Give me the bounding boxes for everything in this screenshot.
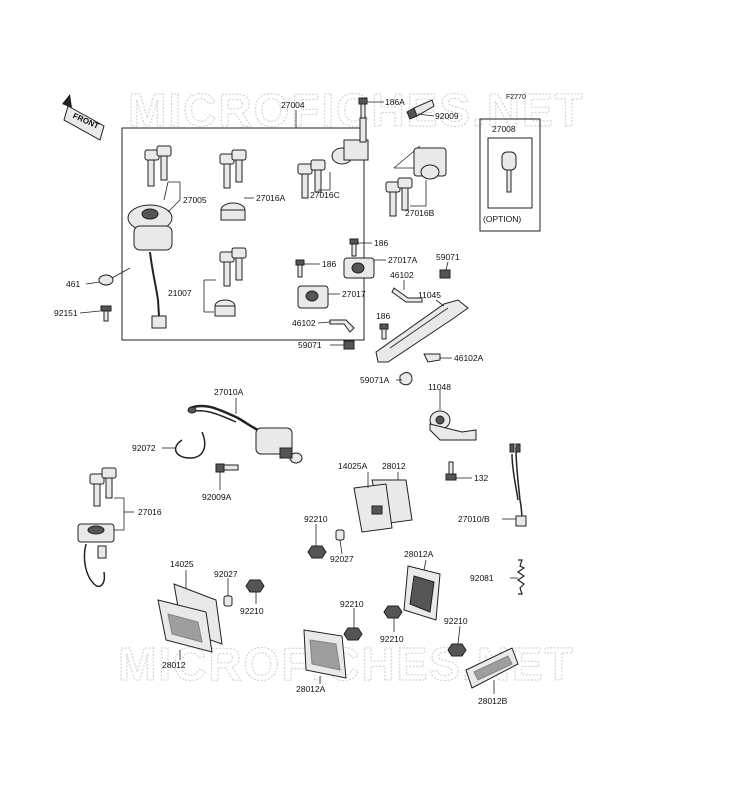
label-92072: 92072	[132, 443, 156, 453]
label-27016b: 27016B	[405, 208, 435, 218]
band-92072-icon	[174, 431, 206, 459]
label-14025a: 14025A	[338, 461, 368, 471]
label-28012a-lower: 28012A	[296, 684, 326, 694]
front-arrow-icon: FRONT	[62, 94, 105, 141]
clamp-27017a-icon	[343, 257, 375, 279]
lock-21007-icon	[214, 299, 236, 317]
label-27016: 27016	[138, 507, 162, 517]
lock-27016c-icon	[331, 117, 369, 165]
bolt-92009-icon	[406, 99, 435, 120]
option-label: (OPTION)	[483, 214, 521, 224]
label-59071-upper: 59071	[436, 252, 460, 262]
nut-92210-d-icon	[383, 605, 403, 619]
box-27004	[121, 127, 365, 341]
label-27008: 27008	[492, 124, 516, 134]
wire-27010b-icon	[509, 443, 527, 527]
bracket-11048-icon	[429, 410, 477, 441]
label-92210-c: 92210	[340, 599, 364, 609]
label-92210-d: 92210	[380, 634, 404, 644]
label-28012b: 28012B	[478, 696, 508, 706]
lock-27016b-icon	[393, 145, 447, 180]
bracket-11045-icon	[375, 299, 469, 363]
keys-27005-icon	[144, 145, 172, 187]
option-key-icon	[501, 151, 517, 193]
diagram-code: F2770	[506, 94, 526, 101]
clip-46102a-icon	[423, 353, 441, 363]
label-28012-lower: 28012	[162, 660, 186, 670]
label-92027-b: 92027	[214, 569, 238, 579]
keys-27016b-icon	[385, 177, 413, 217]
label-92081: 92081	[470, 573, 494, 583]
keys-27016a-icon	[219, 149, 247, 189]
nut-92210-b-icon	[245, 579, 265, 593]
label-21007: 21007	[168, 288, 192, 298]
label-92009a: 92009A	[202, 492, 232, 502]
label-14025: 14025	[170, 559, 194, 569]
nut-92210-c-icon	[343, 627, 363, 641]
label-59071-lower: 59071	[298, 340, 322, 350]
reflector-28012b-icon	[465, 647, 519, 689]
label-132: 132	[474, 473, 488, 483]
clip-59071a-icon	[399, 372, 413, 386]
label-186a: 186A	[385, 97, 405, 107]
label-27010a: 27010A	[214, 387, 244, 397]
bolt-92151-icon	[100, 305, 112, 322]
label-28012a-upper: 28012A	[404, 549, 434, 559]
label-27017a: 27017A	[388, 255, 418, 265]
reflector-28012-lower-icon	[157, 583, 223, 653]
clamp-27017-icon	[297, 285, 329, 309]
lock-cylinder-27016a-icon	[220, 202, 246, 221]
spring-92081-icon	[516, 559, 526, 595]
bolt-132-icon	[445, 461, 457, 481]
label-27005: 27005	[183, 195, 207, 205]
clip-46102-upper-icon	[391, 287, 423, 303]
label-46102-lower: 46102	[292, 318, 316, 328]
nut-59071-lower-icon	[343, 340, 355, 350]
label-27016c: 27016C	[310, 190, 340, 200]
label-27010b: 27010/B	[458, 514, 490, 524]
label-461: 461	[66, 279, 80, 289]
label-92151: 92151	[54, 308, 78, 318]
label-92009: 92009	[435, 111, 459, 121]
keys-27016-icon	[89, 467, 117, 507]
nut-59071-upper-icon	[439, 269, 451, 279]
keys-27016c-icon	[297, 159, 326, 199]
label-27016a: 27016A	[256, 193, 286, 203]
label-92210-a: 92210	[304, 514, 328, 524]
label-27004: 27004	[281, 100, 305, 110]
bolt-92009a-icon	[215, 463, 239, 473]
reflector-28012-icon	[353, 479, 413, 533]
label-59071a: 59071A	[360, 375, 390, 385]
label-46102a: 46102A	[454, 353, 484, 363]
nut-92210-a-icon	[307, 545, 327, 559]
screw-186-left-icon	[295, 259, 305, 278]
label-46102-upper: 46102	[390, 270, 414, 280]
spacer-92027-b-icon	[223, 595, 233, 607]
keys-21007-icon	[219, 247, 247, 287]
label-28012-upper: 28012	[382, 461, 406, 471]
label-92027-a: 92027	[330, 554, 354, 564]
label-11048: 11048	[428, 382, 451, 392]
label-186-left: 186	[322, 259, 336, 269]
reflector-28012a-upper-icon	[403, 565, 441, 621]
label-92210-e: 92210	[444, 616, 468, 626]
label-92210-b: 92210	[240, 606, 264, 616]
box-27008-option	[479, 118, 541, 232]
ignition-switch-icon	[127, 204, 173, 329]
label-186-lower: 186	[376, 311, 390, 321]
lock-27016-icon	[77, 523, 115, 588]
switch-27010a-icon	[187, 404, 303, 464]
spacer-92027-a-icon	[335, 529, 345, 541]
screw-186-upper-icon	[349, 238, 359, 257]
clip-46102-lower-icon	[329, 319, 355, 333]
label-27017: 27017	[342, 289, 366, 299]
nut-92210-e-icon	[447, 643, 467, 657]
label-186-upper: 186	[374, 238, 388, 248]
screw-186-lower-icon	[379, 323, 389, 340]
label-11045: 11045	[418, 290, 441, 300]
grommet-461-icon	[98, 274, 114, 286]
reflector-28012a-lower-icon	[303, 629, 347, 679]
